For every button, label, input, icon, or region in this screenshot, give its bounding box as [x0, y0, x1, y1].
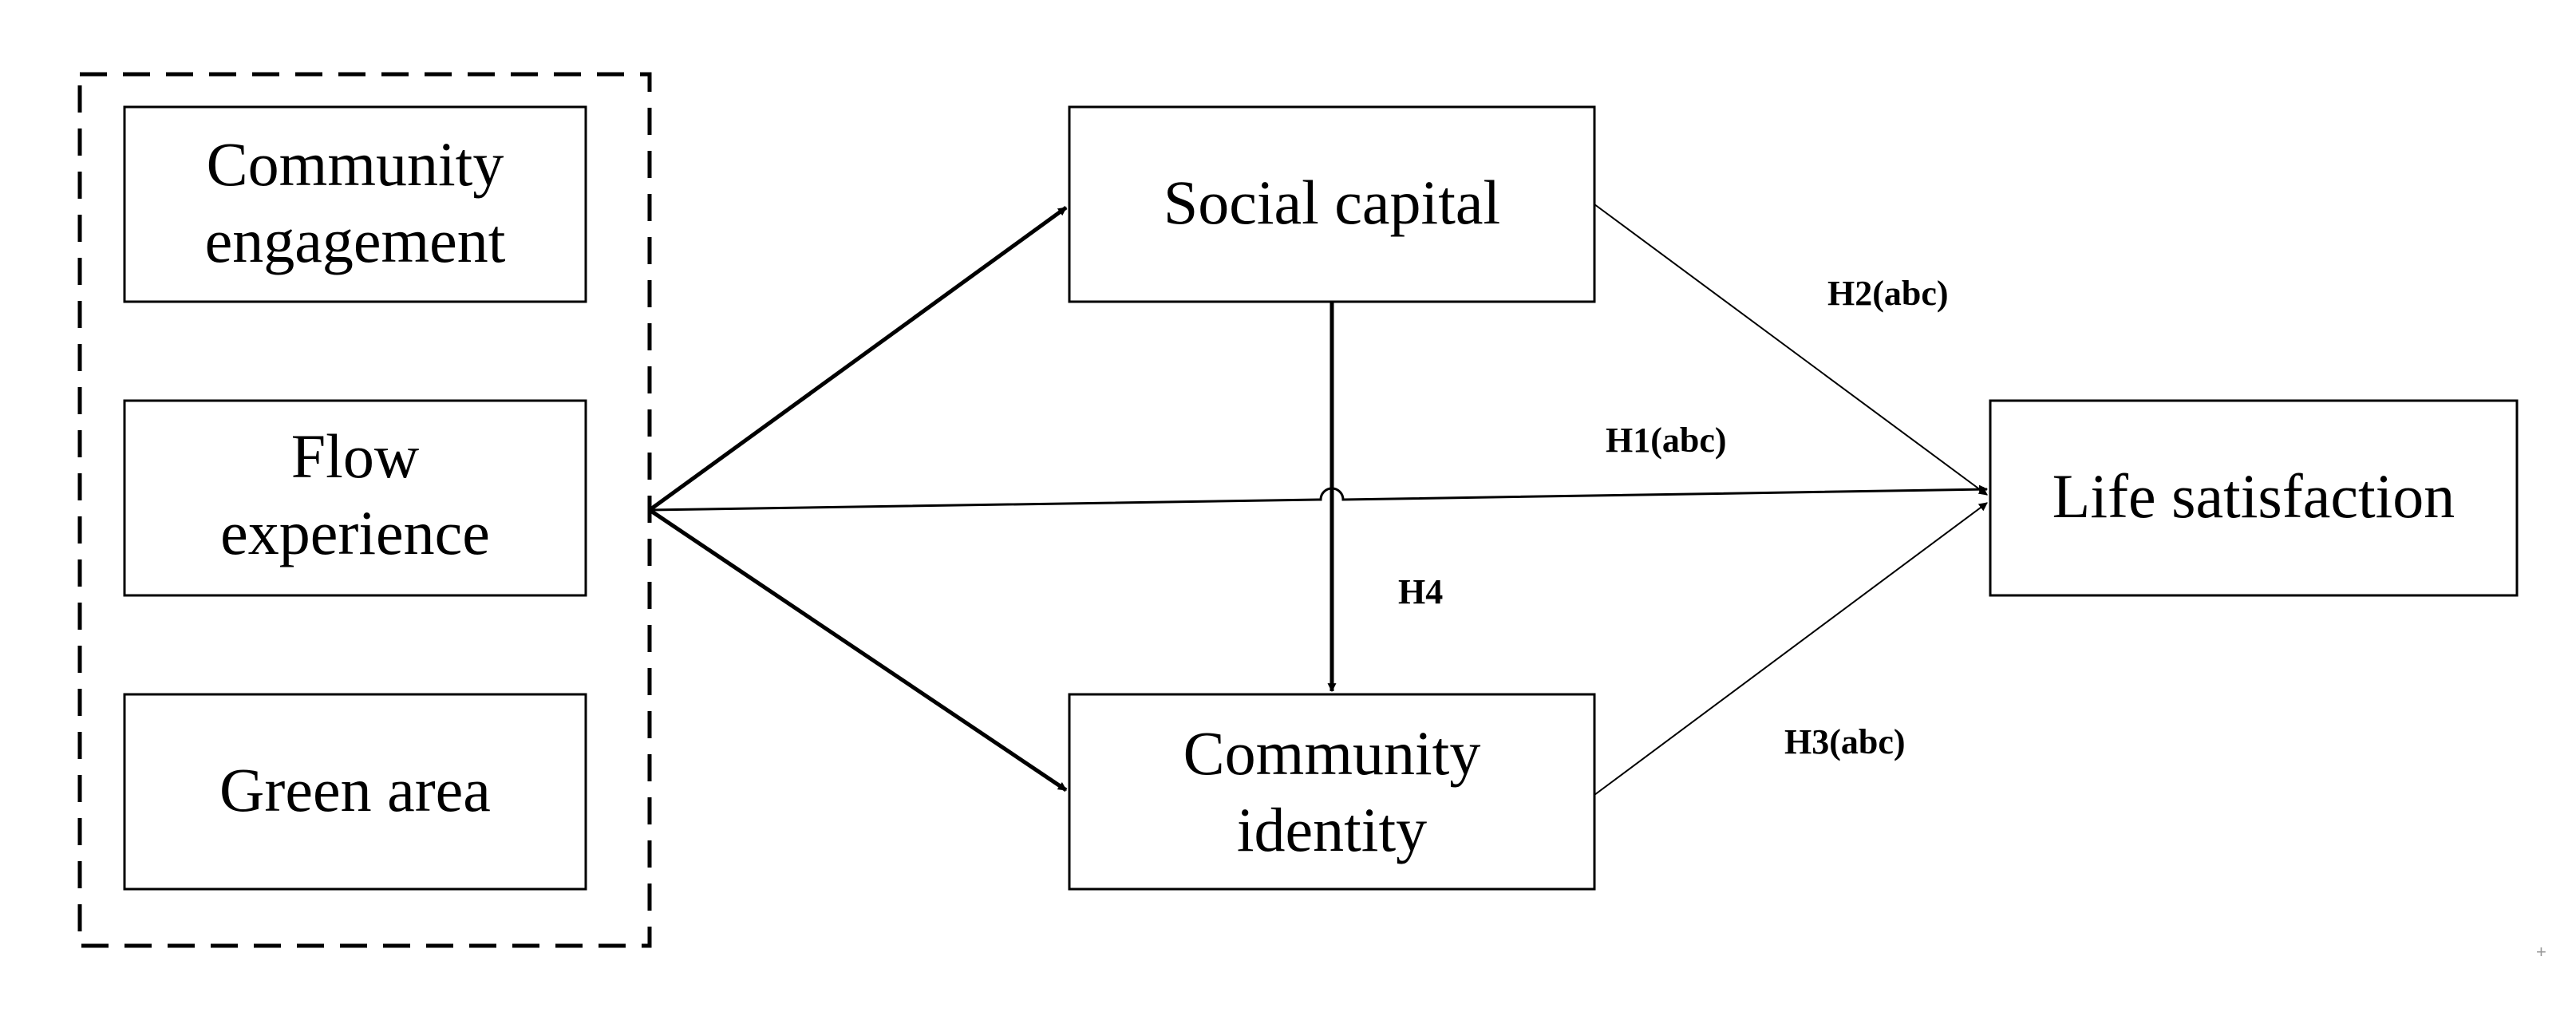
green-area-label: Green area: [219, 755, 491, 824]
life-satisfaction-box: Life satisfaction: [1989, 399, 2519, 597]
arrow-h1-predictors-to-life-satisfaction: [649, 484, 1989, 512]
arrow-predictors-to-social-capital: [648, 205, 1068, 512]
community-identity-line2: identity: [1237, 795, 1427, 864]
hypothesis-h2-label: H2(abc): [1827, 274, 1949, 313]
social-capital-label: Social capital: [1164, 168, 1500, 237]
hypothesis-h4-label: H4: [1398, 572, 1443, 611]
arrow-h2-social-capital-to-life-satisfaction: [1594, 204, 1988, 496]
flow-experience-box: Flow experience: [123, 399, 587, 597]
life-satisfaction-label: Life satisfaction: [2053, 461, 2455, 531]
arrow-predictors-to-community-identity: [648, 508, 1068, 793]
social-capital-box: Social capital: [1068, 105, 1596, 303]
hypothesis-h1-label: H1(abc): [1606, 421, 1727, 460]
community-engagement-line1: Community: [207, 129, 504, 199]
green-area-box: Green area: [123, 693, 587, 891]
community-engagement-box: Community engagement: [123, 105, 587, 303]
flow-experience-line2: experience: [220, 498, 490, 567]
hypothesis-h3-label: H3(abc): [1784, 722, 1906, 761]
community-engagement-line2: engagement: [205, 206, 506, 275]
corner-mark: +: [2536, 942, 2546, 962]
community-identity-line1: Community: [1183, 718, 1481, 788]
flow-experience-line1: Flow: [291, 421, 419, 491]
community-identity-box: Community identity: [1068, 693, 1596, 891]
arrow-h3-community-identity-to-life-satisfaction: [1594, 502, 1988, 796]
